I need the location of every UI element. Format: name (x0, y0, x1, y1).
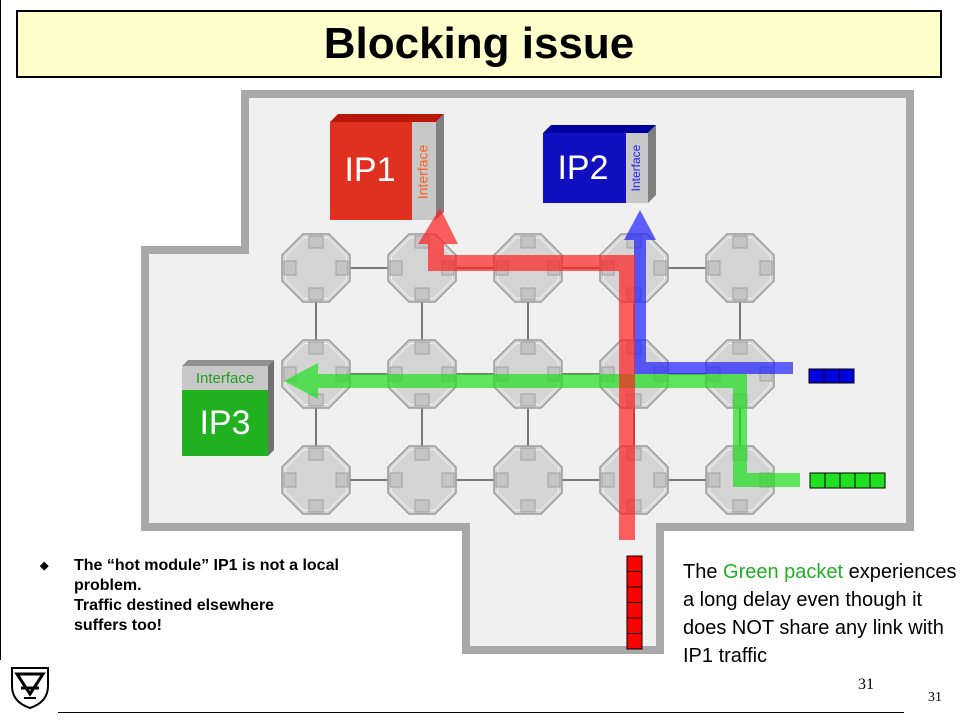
green-packet (809, 472, 886, 489)
red-packet (626, 555, 643, 650)
bullet-marker-icon: ◆ (40, 560, 49, 572)
bullet-line: The “hot module” IP1 is not a local (74, 557, 339, 574)
green-traffic-path (284, 363, 800, 487)
note-rest: experiences a long delay even though it … (683, 561, 957, 667)
bullet-line: suffers too! (74, 617, 162, 634)
ip1-label: IP1 (344, 151, 395, 189)
footer-line (58, 712, 904, 713)
ip1-interface-label: Interface (415, 145, 431, 200)
ip2-interface-label: Interface (629, 144, 643, 191)
router-node (493, 445, 563, 515)
ip3-label: IP3 (199, 404, 250, 442)
ip3-interface-label: Interface (196, 370, 254, 387)
ip2-label: IP2 (557, 149, 608, 187)
slide-number-center: 31 (858, 676, 874, 693)
note-prefix: The (683, 561, 724, 583)
bullet-line: problem. (74, 577, 142, 594)
technion-logo-icon (11, 667, 49, 710)
slide-title: Blocking issue (323, 19, 635, 68)
blue-traffic-path (624, 210, 793, 374)
ip3-module: Interface IP3 (182, 360, 274, 456)
bullet-line: Traffic destined elsewhere (74, 597, 275, 614)
ip2-module: IP2 Interface (543, 125, 656, 203)
blue-packet (808, 368, 855, 384)
slide-number-corner: 31 (928, 690, 942, 705)
router-node (281, 445, 351, 515)
bullet-text: ◆ The “hot module” IP1 is not a local pr… (40, 556, 440, 636)
ip1-module: IP1 Interface (330, 114, 444, 220)
note-highlight: Green packet (723, 561, 844, 583)
green-packet-note: The Green packet experiences a long dela… (683, 558, 958, 670)
router-node (387, 445, 457, 515)
router-node (705, 233, 775, 303)
router-node (281, 233, 351, 303)
title-box: Blocking issue (16, 10, 942, 78)
left-border-line (0, 0, 1, 660)
red-traffic-path (418, 208, 635, 540)
